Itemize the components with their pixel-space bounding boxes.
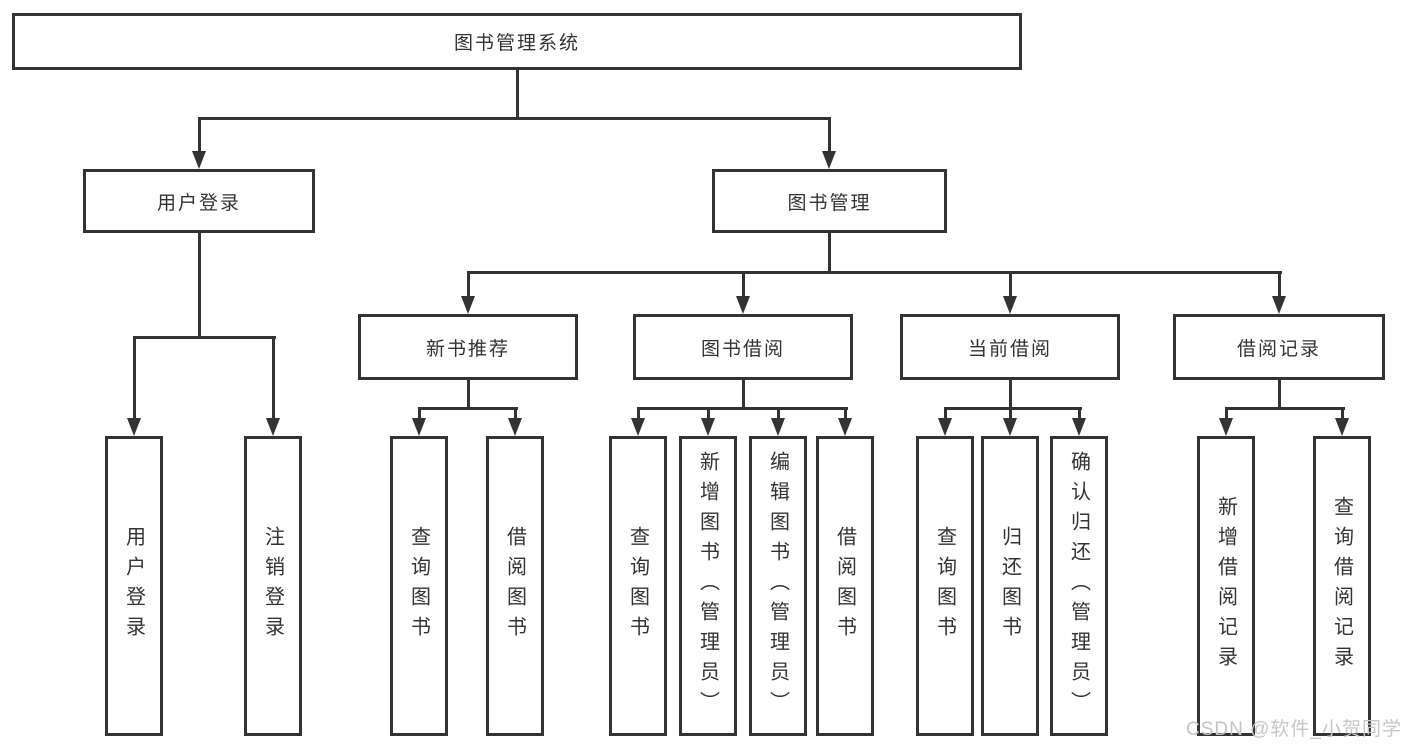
leaf-logout: 注销登录: [244, 436, 302, 736]
connector-line: [944, 407, 1082, 410]
node-label: 图书借阅: [700, 338, 785, 360]
connector-line: [707, 407, 710, 420]
node-label: 编辑图书（管理员）: [766, 451, 789, 721]
node-label: 图书管理: [787, 192, 872, 214]
connector-line: [828, 117, 831, 153]
arrow-down-icon: [412, 418, 426, 436]
connector-line: [1341, 407, 1344, 420]
node-user-login: 用户登录: [83, 169, 315, 233]
connector-line: [133, 336, 136, 420]
arrow-down-icon: [192, 151, 206, 169]
arrow-down-icon: [631, 418, 645, 436]
arrow-down-icon: [508, 418, 522, 436]
connector-line: [637, 407, 640, 420]
connector-line: [1278, 380, 1281, 409]
connector-line: [1278, 271, 1281, 298]
connector-line: [198, 117, 201, 153]
arrow-down-icon: [701, 418, 715, 436]
node-label: 新增借阅记录: [1214, 496, 1237, 676]
node-label: 图书管理系统: [453, 33, 580, 54]
node-borrowing-records: 借阅记录: [1173, 314, 1385, 380]
connector-line: [944, 407, 947, 420]
connector-line: [1009, 271, 1012, 298]
node-label: 新增图书（管理员）: [696, 451, 719, 721]
arrow-down-icon: [771, 418, 785, 436]
leaf-borrow-books-recommend: 借阅图书: [486, 436, 544, 736]
leaf-confirm-return-admin: 确认归还（管理员）: [1050, 436, 1108, 736]
arrow-down-icon: [1072, 418, 1086, 436]
arrow-down-icon: [822, 151, 836, 169]
node-label: 查询借阅记录: [1330, 496, 1353, 676]
connector-line: [418, 407, 518, 410]
arrow-down-icon: [1003, 296, 1017, 314]
connector-line: [637, 407, 848, 410]
node-label: 借阅记录: [1236, 338, 1321, 360]
node-current-borrowing: 当前借阅: [900, 314, 1120, 380]
connector-line: [467, 271, 470, 298]
node-label: 新书推荐: [425, 338, 510, 360]
leaf-add-book-admin: 新增图书（管理员）: [679, 436, 737, 736]
connector-line: [1225, 407, 1228, 420]
connector-line: [828, 233, 831, 274]
node-label: 借阅图书: [833, 526, 856, 646]
connector-line: [1009, 407, 1012, 420]
node-label: 查询图书: [407, 526, 430, 646]
node-library-management-system: 图书管理系统: [12, 13, 1022, 70]
node-label: 用户登录: [156, 192, 241, 214]
arrow-down-icon: [938, 418, 952, 436]
leaf-query-books-borrowing: 查询图书: [609, 436, 667, 736]
connector-line: [1078, 407, 1081, 420]
leaf-edit-book-admin: 编辑图书（管理员）: [749, 436, 807, 736]
node-label: 注销登录: [261, 526, 284, 646]
connector-line: [198, 233, 201, 338]
leaf-query-books-current: 查询图书: [916, 436, 974, 736]
connector-line: [467, 271, 1282, 274]
node-label: 确认归还（管理员）: [1067, 451, 1090, 721]
leaf-query-books-recommend: 查询图书: [390, 436, 448, 736]
connector-line: [133, 336, 276, 339]
arrow-down-icon: [127, 418, 141, 436]
connector-line: [742, 380, 745, 409]
node-label: 查询图书: [933, 526, 956, 646]
node-book-borrowing: 图书借阅: [633, 314, 853, 380]
node-label: 归还图书: [998, 526, 1021, 646]
node-label: 借阅图书: [503, 526, 526, 646]
connector-line: [742, 271, 745, 298]
connector-line: [467, 380, 470, 409]
leaf-borrow-books-borrowing: 借阅图书: [816, 436, 874, 736]
connector-line: [198, 117, 831, 120]
arrow-down-icon: [461, 296, 475, 314]
connector-line: [777, 407, 780, 420]
node-label: 用户登录: [122, 526, 145, 646]
leaf-query-borrow-record: 查询借阅记录: [1313, 436, 1371, 736]
connector-line: [418, 407, 421, 420]
node-book-management: 图书管理: [712, 169, 947, 233]
leaf-return-book: 归还图书: [981, 436, 1039, 736]
connector-line: [1009, 380, 1012, 409]
connector-line: [516, 70, 519, 118]
arrow-down-icon: [1335, 418, 1349, 436]
arrow-down-icon: [1219, 418, 1233, 436]
connector-line: [514, 407, 517, 420]
arrow-down-icon: [266, 418, 280, 436]
arrow-down-icon: [838, 418, 852, 436]
node-new-book-recommend: 新书推荐: [358, 314, 578, 380]
node-label: 查询图书: [626, 526, 649, 646]
arrow-down-icon: [1003, 418, 1017, 436]
leaf-add-borrow-record: 新增借阅记录: [1197, 436, 1255, 736]
connector-line: [272, 336, 275, 420]
node-label: 当前借阅: [967, 338, 1052, 360]
arrow-down-icon: [736, 296, 750, 314]
arrow-down-icon: [1272, 296, 1286, 314]
connector-line: [844, 407, 847, 420]
connector-line: [1225, 407, 1345, 410]
csdn-watermark: CSDN @软件_小贺同学: [1186, 719, 1402, 740]
leaf-user-login: 用户登录: [105, 436, 163, 736]
